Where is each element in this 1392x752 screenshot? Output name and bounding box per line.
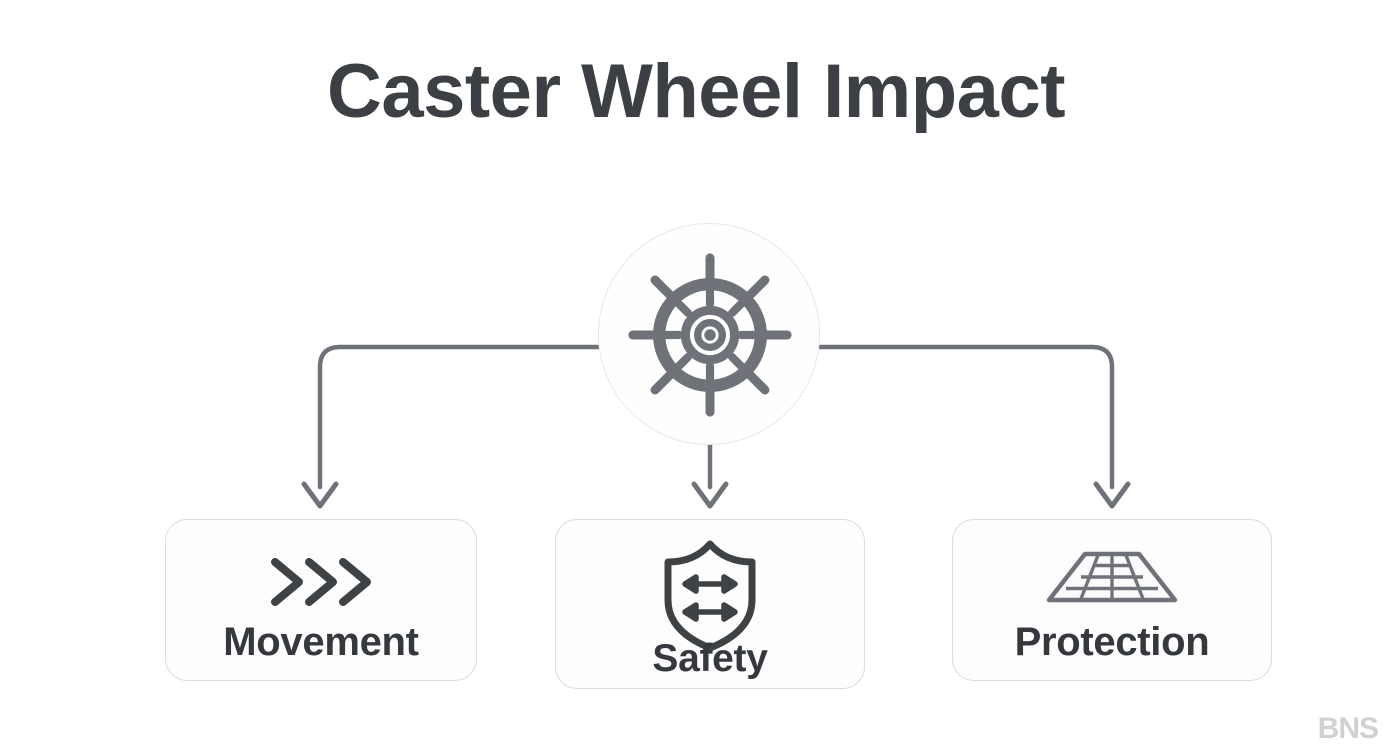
connector-right xyxy=(817,344,1115,490)
connector-left xyxy=(317,344,603,490)
card-icon-safety xyxy=(556,538,864,652)
triple-chevron-right-icon xyxy=(271,558,371,606)
hub-node[interactable] xyxy=(598,223,822,447)
perspective-floor-grid-icon xyxy=(1046,551,1178,603)
card-label-protection: Protection xyxy=(1014,620,1210,664)
card-protection[interactable]: Protection xyxy=(952,519,1272,681)
card-label-movement: Movement xyxy=(223,620,419,664)
arrowhead-left xyxy=(301,481,339,509)
ship-wheel-icon xyxy=(628,253,792,417)
card-safety[interactable]: Safety xyxy=(555,519,865,689)
card-icon-movement xyxy=(166,554,476,610)
card-icon-protection xyxy=(953,548,1271,606)
watermark-logo: BNS xyxy=(1317,712,1379,745)
arrowhead-right xyxy=(1093,481,1131,509)
arrowhead-center xyxy=(691,481,729,509)
shield-with-arrows-icon xyxy=(664,540,756,652)
card-label-safety: Safety xyxy=(652,637,768,680)
card-movement[interactable]: Movement xyxy=(165,519,477,681)
page-title: Caster Wheel Impact xyxy=(326,49,1066,134)
